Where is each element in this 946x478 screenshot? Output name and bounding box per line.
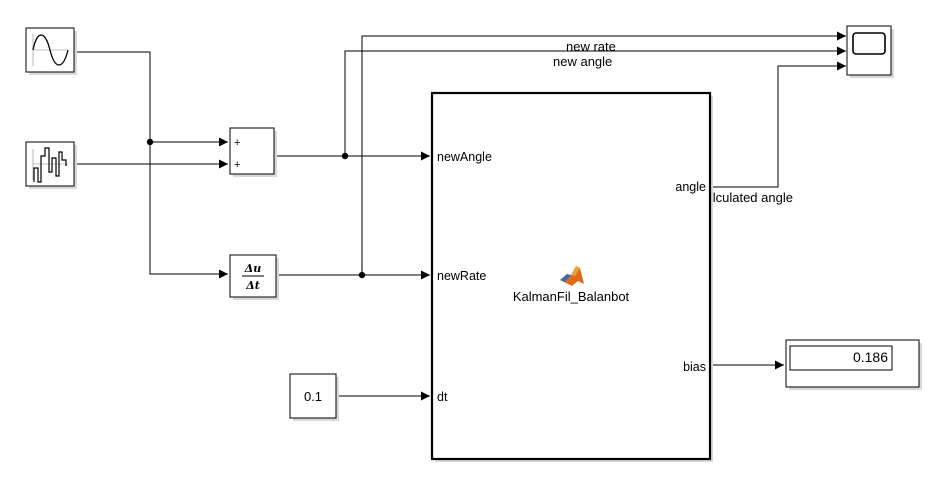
signal-label-new-rate: new rate <box>566 39 616 54</box>
output-port-angle: angle <box>675 180 706 194</box>
derivative-denominator: Δt <box>245 279 260 292</box>
output-port-bias: bias <box>683 360 706 374</box>
input-port-newrate: newRate <box>437 269 486 283</box>
input-port-newangle: newAngle <box>437 150 492 164</box>
wire-sine-to-sum[interactable] <box>76 51 228 147</box>
signal-label-new-angle: new angle <box>553 54 612 69</box>
matlab-logo-icon <box>560 266 584 286</box>
display-value: 0.186 <box>853 349 888 365</box>
signal-label-calculated-angle: calculated angle <box>699 190 793 205</box>
random-signal-block[interactable] <box>25 141 77 189</box>
wire-new-rate-to-scope[interactable] <box>361 31 846 275</box>
branch-point <box>146 138 154 146</box>
kalman-block-name: KalmanFil_Balanbot <box>513 289 630 304</box>
constant-block[interactable]: 0.1 <box>289 373 339 421</box>
derivative-block[interactable]: Δu Δt <box>229 254 279 300</box>
display-block[interactable]: 0.186 <box>785 339 922 390</box>
constant-value: 0.1 <box>304 389 322 404</box>
scope-screen-icon <box>852 32 886 55</box>
input-port-dt: dt <box>437 390 448 404</box>
sum-sign-1: + <box>234 137 240 149</box>
branch-point <box>358 271 366 279</box>
sum-block[interactable]: + + <box>229 127 277 177</box>
wire-new-angle-to-scope[interactable] <box>344 46 846 156</box>
sine-wave-block[interactable] <box>25 27 77 75</box>
derivative-numerator: Δu <box>244 262 262 275</box>
wire-calculated-angle-to-scope[interactable] <box>710 61 846 188</box>
branch-points <box>146 138 366 279</box>
branch-point <box>341 152 349 160</box>
signal-lines <box>76 31 846 401</box>
step-signal-icon <box>32 147 68 183</box>
scope-block[interactable] <box>846 25 894 78</box>
kalman-filter-block[interactable]: newAngle newRate dt angle bias KalmanFil… <box>430 91 713 462</box>
wire-sine-to-derivative[interactable] <box>149 142 228 279</box>
sine-wave-icon <box>32 34 69 66</box>
sum-sign-2: + <box>234 159 240 171</box>
